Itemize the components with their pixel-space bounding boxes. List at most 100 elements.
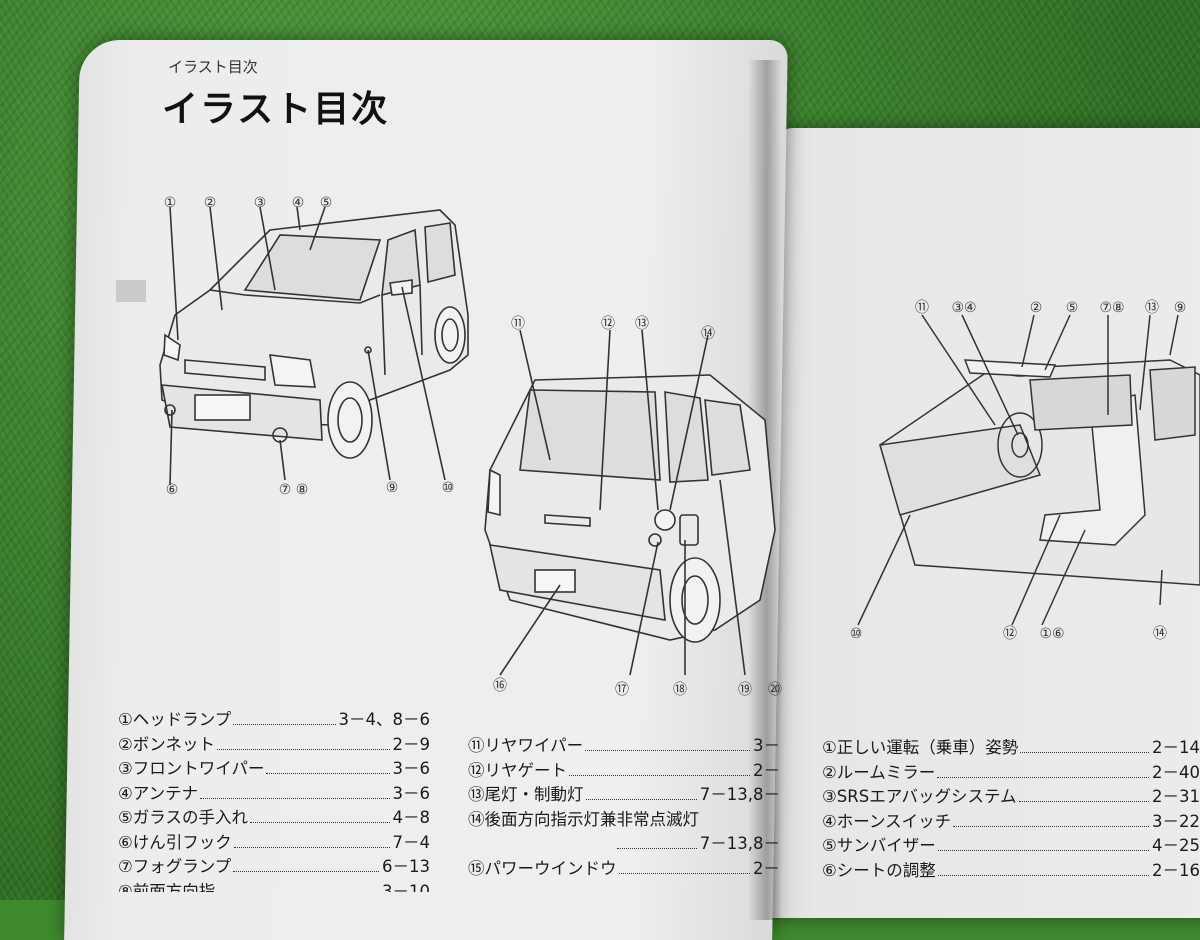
list-item: ⑥けん引フック 7－4 <box>118 829 430 854</box>
interior-callout-12: ⑫ <box>1003 626 1017 642</box>
front-car-illustration <box>150 195 490 489</box>
list-item: ⑤ガラスの手入れ 4－8 <box>118 804 430 829</box>
leader-dots <box>233 846 390 848</box>
item-page-ref: 7－4 <box>392 832 431 852</box>
interior-illustration <box>857 314 1200 639</box>
item-page-ref: 3－22 <box>1152 811 1200 831</box>
leader-dots <box>937 776 1149 778</box>
item-label: ③フロントワイパー <box>118 759 265 778</box>
item-page-ref: 2－31 <box>1152 787 1200 806</box>
callout-13: ⑬ <box>635 316 649 332</box>
parts-list-left: ①ヘッドランプ 3－4、8－6 ②ボンネット 2－9 ③フロントワイパー 3－6 ④ア… <box>118 706 430 892</box>
item-label: ⑥けん引フック <box>118 832 232 852</box>
callout-10: ⑩ <box>441 480 455 496</box>
leader-dots <box>937 874 1149 876</box>
item-page-ref: 7－13,8－ <box>699 785 780 804</box>
callout-6: ⑥ <box>165 482 179 498</box>
item-label: ⑤ガラスの手入れ <box>118 808 248 827</box>
leader-dots <box>937 850 1149 851</box>
callout-1: ① <box>163 195 177 211</box>
item-page-ref: 4－25 <box>1152 836 1200 855</box>
list-item: ⑥シートの調整 2－16 <box>822 857 1200 882</box>
callout-16: ⑯ <box>493 678 507 694</box>
item-page-ref: 2－16 <box>1152 860 1200 880</box>
leader-dots <box>216 748 390 750</box>
item-label: ⑮パワーウインドウ <box>468 858 617 878</box>
interior-callout-2: ② <box>1029 300 1043 316</box>
interior-callout-5: ⑤ <box>1065 300 1079 316</box>
item-page-ref: 7－13,8－ <box>699 834 780 853</box>
interior-callout-14: ⑭ <box>1153 626 1167 642</box>
leader-dots <box>249 822 390 823</box>
list-item-continuation: 7－13,8－ <box>468 830 780 855</box>
leader-dots <box>1018 801 1149 802</box>
item-page-ref: 2－ <box>753 858 780 878</box>
item-page-ref: 2－9 <box>392 734 431 754</box>
list-item: ③SRSエアバッグシステム 2－31 <box>822 783 1200 808</box>
callout-4: ④ <box>291 195 305 211</box>
list-item: ⑪リヤワイパー 3－ <box>468 732 780 757</box>
leader-dots <box>585 799 697 800</box>
item-label: ①正しい運転（乗車）姿勢 <box>822 738 1019 757</box>
list-item: ⑦フォグランプ 6－13 <box>118 853 430 878</box>
item-page-ref: 3－6 <box>392 783 431 803</box>
item-page-ref: 6－13 <box>382 857 430 876</box>
item-label: ⑦フォグランプ <box>118 857 232 876</box>
callout-2: ② <box>203 195 217 211</box>
callout-19: ⑲ <box>738 682 752 698</box>
interior-callout-1-6: ①⑥ <box>1039 626 1065 642</box>
leader-dots <box>585 750 750 751</box>
item-page-ref: 4－8 <box>392 808 431 827</box>
item-label: ②ボンネット <box>118 734 215 754</box>
list-item: ⑤サンバイザー 4－25 <box>822 832 1200 857</box>
page-title: イラスト目次 <box>162 89 390 130</box>
item-page-ref: 3－10 <box>382 881 430 892</box>
item-label: ⑧前面方向指 <box>118 881 216 892</box>
callout-5: ⑤ <box>319 195 333 211</box>
item-label: ⑥シートの調整 <box>822 860 936 880</box>
list-item: ⑧前面方向指 3－10 <box>118 878 430 892</box>
item-page-ref: 2－40 <box>1152 762 1200 782</box>
item-page-ref: 2－ <box>753 760 780 780</box>
item-page-ref: 3－6 <box>392 759 431 778</box>
callout-14: ⑭ <box>701 326 715 342</box>
item-page-ref: 3－4、8－6 <box>338 710 431 729</box>
leader-dots <box>233 724 336 725</box>
callout-8: ⑧ <box>295 482 309 498</box>
leader-dots <box>616 848 697 849</box>
callout-9: ⑨ <box>385 480 399 496</box>
item-label: ⑫リヤゲート <box>468 760 567 780</box>
item-label: ⑭後面方向指示灯兼非常点滅灯 <box>468 809 699 829</box>
list-item: ⑮パワーウインドウ 2－ <box>468 855 780 880</box>
callout-11: ⑪ <box>511 316 525 332</box>
running-header: イラスト目次 <box>168 58 258 76</box>
callout-12: ⑫ <box>601 316 615 332</box>
item-label: ⑪リヤワイパー <box>468 736 584 755</box>
item-page-ref: 3－ <box>753 736 780 755</box>
list-item: ④アンテナ 3－6 <box>118 780 430 805</box>
interior-callout-3-4: ③④ <box>951 300 977 316</box>
interior-callout-11: ⑪ <box>915 300 929 316</box>
list-item: ②ルームミラー 2－40 <box>822 759 1200 784</box>
item-label: ⑤サンバイザー <box>822 836 936 855</box>
list-item: ②ボンネット 2－9 <box>118 731 430 756</box>
callout-3: ③ <box>253 195 267 211</box>
leader-dots <box>953 825 1149 827</box>
list-item: ③フロントワイパー 3－6 <box>118 755 430 780</box>
list-item: ⑭後面方向指示灯兼非常点滅灯 <box>468 806 780 831</box>
leader-dots <box>233 871 379 872</box>
item-label: ①ヘッドランプ <box>118 710 232 729</box>
item-label: ②ルームミラー <box>822 762 936 782</box>
leader-dots <box>200 797 390 799</box>
item-label: ③SRSエアバッグシステム <box>822 787 1017 806</box>
leader-dots <box>618 872 750 874</box>
interior-callout-13: ⑬ <box>1145 300 1159 316</box>
callout-7: ⑦ <box>278 482 292 498</box>
page-edge-tab <box>116 280 146 302</box>
item-label: ④アンテナ <box>118 783 199 803</box>
